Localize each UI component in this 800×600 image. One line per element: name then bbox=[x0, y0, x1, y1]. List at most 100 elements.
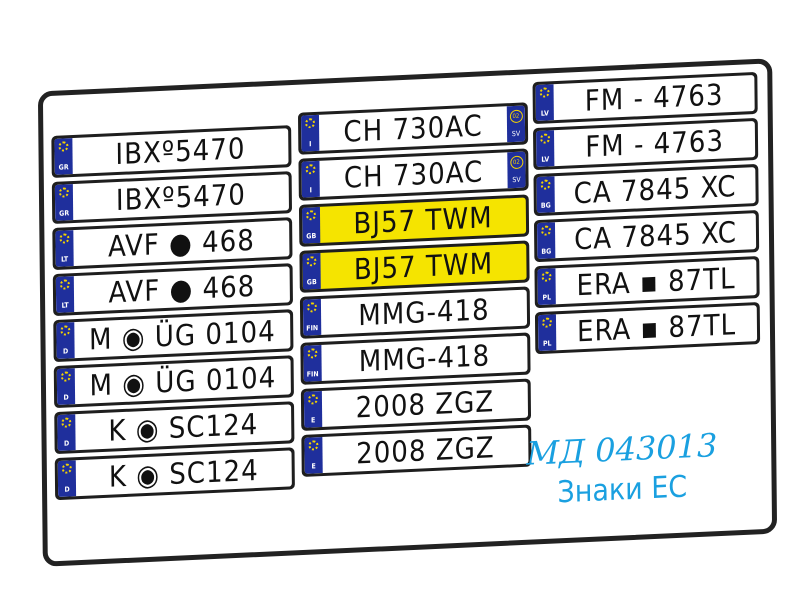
country-code: D bbox=[63, 439, 70, 448]
plate-face: D M ◉ ÜG 0104 bbox=[56, 312, 291, 359]
eu-stars-icon bbox=[59, 233, 70, 244]
plate-number: MMG-418 bbox=[358, 292, 490, 333]
plate-face: FIN MMG-418 bbox=[303, 335, 528, 382]
plate-number: FM - 4763 bbox=[585, 123, 725, 164]
eu-band: GR bbox=[54, 184, 74, 221]
country-code: LT bbox=[61, 255, 69, 264]
eu-stars-icon bbox=[308, 440, 319, 451]
eu-band: FIN bbox=[303, 344, 322, 382]
plate-number: AVF ● 468 bbox=[108, 268, 256, 310]
plate-number: 2008 ZGZ bbox=[355, 430, 495, 471]
plate-number: K ◉ SC124 bbox=[108, 452, 259, 494]
eu-stars-icon bbox=[59, 279, 70, 290]
eu-band: LT bbox=[55, 230, 74, 267]
country-code: I bbox=[309, 186, 312, 195]
eu-stars-icon bbox=[61, 463, 72, 474]
country-code: GB bbox=[306, 232, 317, 241]
eu-stars-icon bbox=[540, 179, 551, 190]
eu-stars-icon bbox=[306, 302, 318, 313]
eu-stars-icon bbox=[60, 325, 71, 336]
country-code: D bbox=[63, 393, 69, 402]
eu-stars-icon bbox=[541, 317, 553, 328]
eu-stars-icon bbox=[58, 187, 69, 198]
eu-stars-icon bbox=[539, 87, 550, 98]
eu-stars-icon bbox=[306, 256, 317, 267]
country-code: E bbox=[310, 416, 316, 425]
plate-number: FM - 4763 bbox=[584, 77, 724, 118]
country-code: LV bbox=[541, 155, 550, 164]
plate-number: M ◉ ÜG 0104 bbox=[88, 313, 276, 357]
eu-stars-icon bbox=[305, 164, 316, 175]
country-code: D bbox=[62, 347, 69, 356]
plate-number: AVF ● 468 bbox=[107, 222, 255, 264]
eu-stars-icon bbox=[541, 225, 552, 236]
license-plate: FIN MMG-418 bbox=[299, 286, 531, 339]
plate-number: CA 7845 XC bbox=[573, 214, 738, 257]
region-code: SV bbox=[511, 129, 521, 139]
plate-face: PL ERA ▪ 87TL bbox=[537, 305, 758, 352]
eu-band: FIN bbox=[302, 298, 322, 336]
eu-stars-icon bbox=[541, 271, 552, 282]
eu-stars-icon bbox=[305, 117, 316, 129]
eu-band: D bbox=[57, 414, 76, 452]
plate-number: CA 7845 XC bbox=[573, 168, 737, 211]
plate-face: LT AVF ● 468 bbox=[55, 220, 290, 267]
plate-number: 2008 ZGZ bbox=[355, 384, 495, 425]
country-code: E bbox=[311, 462, 316, 471]
eu-band: BG bbox=[536, 176, 555, 214]
eu-stars-icon bbox=[540, 133, 551, 144]
eu-band: E bbox=[304, 436, 323, 474]
license-plate: FIN MMG-418 bbox=[300, 332, 531, 385]
plate-number: M ◉ ÜG 0104 bbox=[89, 360, 277, 403]
plate-face: D M ◉ ÜG 0104 bbox=[56, 358, 291, 405]
plate-face: LV FM - 4763 bbox=[535, 75, 755, 121]
license-plate: LV FM - 4763 bbox=[532, 117, 759, 171]
eu-stars-icon bbox=[60, 371, 71, 382]
year-circle: 02 bbox=[509, 155, 523, 169]
plate-face: BG CA 7845 XC bbox=[536, 167, 756, 214]
license-plate: GB BJ57 TWM bbox=[299, 240, 530, 293]
eu-band: I bbox=[300, 114, 320, 152]
plate-number: MMG-418 bbox=[358, 338, 491, 379]
year-circle: 02 bbox=[509, 109, 523, 123]
product-label: МД 043013 Знаки ЕС bbox=[526, 426, 718, 512]
eu-band: LV bbox=[535, 84, 554, 121]
plate-number: BJ57 TWM bbox=[353, 246, 494, 287]
country-code: I bbox=[309, 140, 312, 149]
eu-stars-icon bbox=[305, 210, 317, 221]
product-code: МД 043013 bbox=[526, 426, 718, 473]
license-plate: D M ◉ ÜG 0104 bbox=[53, 309, 294, 363]
license-plate: PL ERA ▪ 87TL bbox=[534, 302, 761, 355]
plate-number: CH 730AC bbox=[343, 154, 484, 195]
country-code: FIN bbox=[306, 324, 319, 333]
license-plate: LV FM - 4763 bbox=[532, 71, 758, 125]
license-plate: E 2008 ZGZ bbox=[300, 378, 532, 431]
country-code: FIN bbox=[306, 370, 319, 379]
region-code: SV bbox=[512, 175, 521, 185]
country-code: LT bbox=[61, 301, 69, 310]
plate-number: ERA ▪ 87TL bbox=[576, 307, 737, 349]
eu-band: PL bbox=[537, 314, 557, 352]
plate-number: ERA ▪ 87TL bbox=[576, 261, 736, 303]
eu-band: E bbox=[303, 390, 323, 428]
eu-band: GB bbox=[302, 252, 321, 290]
plate-face: LT AVF ● 468 bbox=[55, 266, 290, 313]
